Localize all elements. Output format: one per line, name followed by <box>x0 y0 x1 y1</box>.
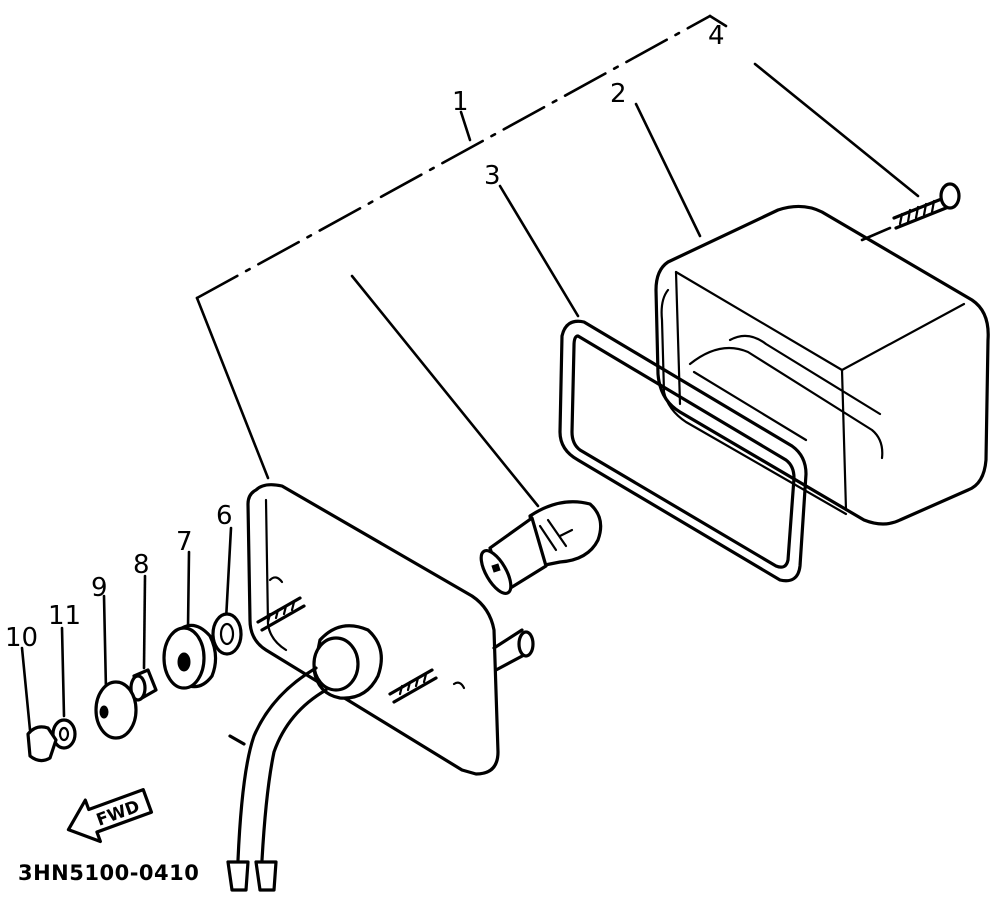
leader-lines <box>20 62 920 732</box>
callout-10: 10 <box>5 623 38 653</box>
callout-7: 7 <box>176 527 193 557</box>
lens-housing <box>654 204 990 526</box>
callout-1: 1 <box>452 87 469 117</box>
screw-4 <box>860 182 961 242</box>
gasket <box>558 319 808 583</box>
callout-6: 6 <box>216 501 233 531</box>
spring-washer-6 <box>211 612 243 656</box>
callout-3: 3 <box>484 161 501 191</box>
callout-8: 8 <box>133 550 150 580</box>
callout-9: 9 <box>91 573 108 603</box>
callout-11: 11 <box>48 601 81 631</box>
assembly-bracket <box>195 14 728 480</box>
base-plate <box>246 483 535 776</box>
bulb <box>479 500 603 595</box>
forward-arrow-icon: FWD <box>66 788 154 844</box>
grommet-7 <box>162 623 218 690</box>
nut-10 <box>26 725 58 763</box>
callout-numbers: 1 2 3 4 6 7 8 9 11 10 <box>5 21 725 653</box>
socket-and-wires <box>226 624 383 892</box>
washer-9 <box>94 680 138 740</box>
callout-4: 4 <box>708 21 725 51</box>
collar-8 <box>129 668 158 702</box>
callout-2: 2 <box>610 79 627 109</box>
diagram-code: 3HN5100-0410 <box>18 861 199 885</box>
